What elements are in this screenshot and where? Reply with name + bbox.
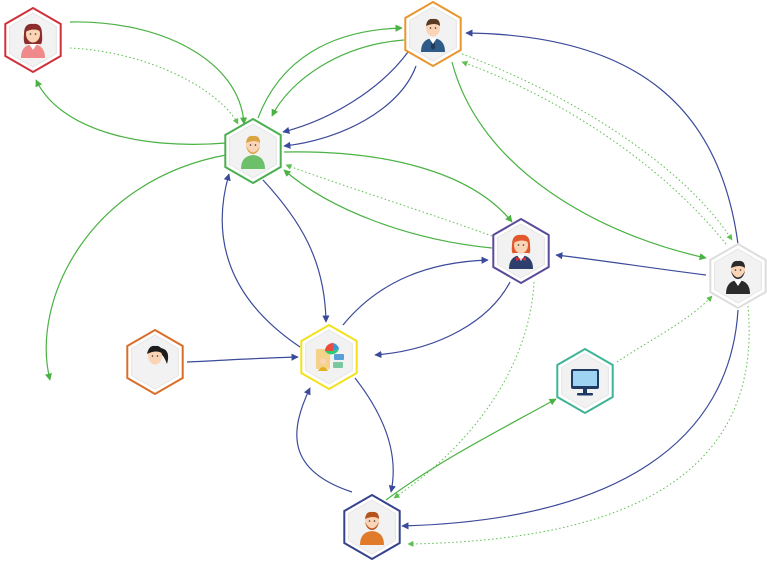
nodes-layer <box>4 0 767 561</box>
edge-bearded-man-to-woman-purple <box>555 252 707 276</box>
edge-man-orange-to-monitor <box>385 398 557 501</box>
woman-avatar-icon <box>21 23 45 58</box>
node-woman-purple <box>492 217 550 285</box>
edge-analytics-to-man-orange <box>354 377 396 493</box>
edge-center-man-to-analytics <box>262 179 330 323</box>
edge-woman-purple-to-man-orange <box>393 281 535 499</box>
edge-businessman-to-bearded-man <box>451 61 707 261</box>
edge-woman-ponytail-to-analytics <box>186 353 299 363</box>
edge-center-man-to-man-orange <box>44 154 227 381</box>
bearded-man-avatar-icon <box>726 260 750 294</box>
edge-bearded-man-to-businessman <box>461 61 727 245</box>
edge-businessman-to-center-man <box>282 51 409 134</box>
edge-bearded-man-to-businessman <box>465 29 739 245</box>
edge-businessman-to-bearded-man <box>461 53 733 241</box>
edge-monitor-to-bearded-man <box>616 295 713 363</box>
edge-woman-purple-to-center-man <box>285 164 493 237</box>
node-center-man <box>224 117 282 185</box>
monitor-icon <box>571 369 599 396</box>
woman-bowtie-avatar-icon <box>509 234 533 269</box>
edge-woman-purple-to-analytics <box>374 281 511 359</box>
woman-ponytail-avatar-icon <box>143 345 169 380</box>
businessman-avatar-icon <box>421 18 445 52</box>
edge-businessman-to-center-man <box>271 39 405 117</box>
edge-woman-purple-to-center-man <box>283 169 493 249</box>
analytics-report-icon <box>316 343 344 371</box>
edge-man-orange-to-analytics <box>296 387 353 493</box>
edge-center-man-to-woman-purple <box>283 151 513 223</box>
edge-center-man-to-businessman <box>257 24 403 119</box>
edge-analytics-to-center-man <box>221 173 301 348</box>
edge-center-man-to-woman-red <box>35 79 227 145</box>
edge-businessman-to-center-man <box>283 65 417 149</box>
edge-bearded-man-to-man-orange <box>407 305 750 547</box>
node-bearded-man <box>709 242 767 310</box>
man-orange-beard-avatar-icon <box>360 511 384 545</box>
edge-woman-red-to-center-man <box>69 47 239 125</box>
node-analytics <box>300 323 358 391</box>
edges-layer <box>35 21 750 547</box>
node-man-orange <box>343 493 401 561</box>
node-woman-red <box>4 6 62 74</box>
node-monitor <box>556 347 614 415</box>
man-green-shirt-avatar-icon <box>241 135 265 169</box>
edge-woman-red-to-center-man <box>69 21 248 125</box>
edge-analytics-to-woman-purple <box>342 256 489 326</box>
node-woman-ponytail <box>126 328 184 396</box>
node-businessman <box>404 0 462 68</box>
edge-bearded-man-to-man-orange <box>401 309 739 530</box>
